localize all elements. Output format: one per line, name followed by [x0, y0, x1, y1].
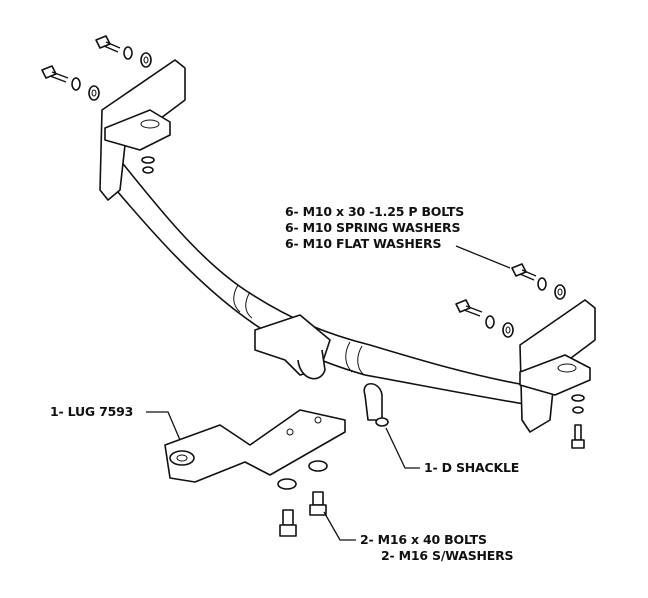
right-mounting-bracket: [519, 299, 596, 433]
label-m10-bolts: 6- M10 x 30 -1.25 P BOLTS: [285, 204, 465, 219]
center-bracket: [254, 314, 331, 380]
label-lug: 1- LUG 7593: [50, 404, 134, 419]
label-m16-bolts: 2- M16 x 40 BOLTS: [360, 532, 487, 547]
m10-bolts-left: [41, 35, 155, 174]
m16-bolts-washers: [277, 460, 328, 537]
lug-7593: [164, 409, 346, 483]
label-m16-washers: 2- M16 S/WASHERS: [381, 548, 514, 563]
label-m10-flat-washers: 6- M10 FLAT WASHERS: [285, 236, 442, 251]
m10-bolts-right: [455, 263, 585, 449]
label-m10-spring-washers: 6- M10 SPRING WASHERS: [285, 220, 461, 235]
left-mounting-bracket: [99, 59, 186, 201]
leader-lines: [146, 245, 511, 541]
d-shackle: [363, 382, 389, 427]
label-d-shackle: 1- D SHACKLE: [424, 460, 520, 475]
